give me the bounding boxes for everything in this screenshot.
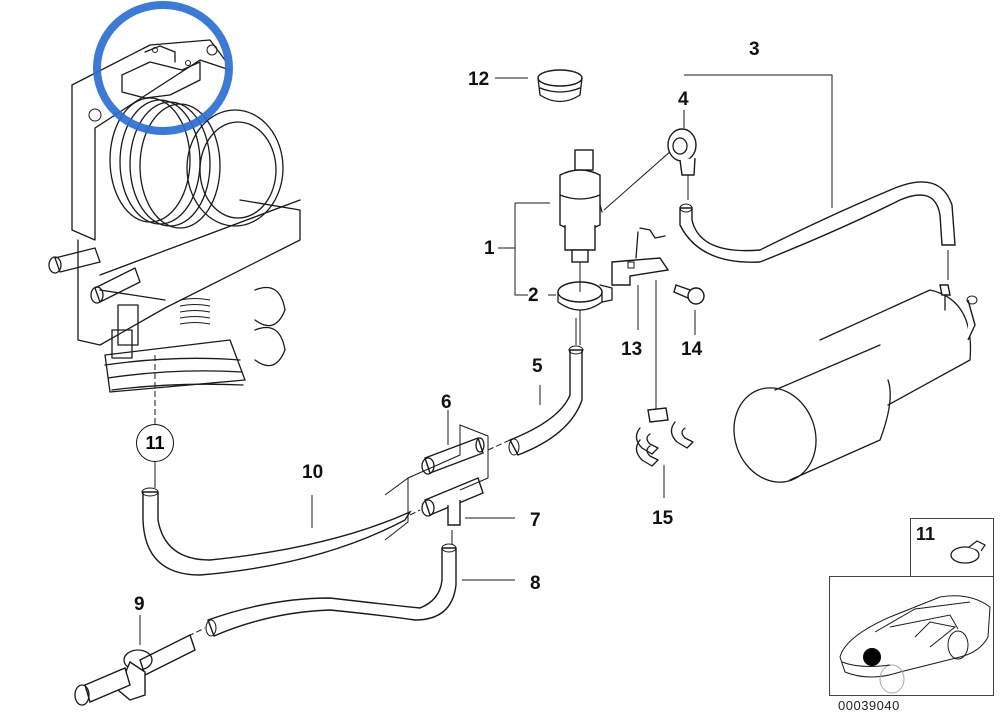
- callout-8[interactable]: 8: [530, 573, 541, 594]
- callout-9[interactable]: 9: [134, 594, 145, 615]
- inset-clamp-label: 11: [916, 524, 936, 544]
- callout-6[interactable]: 6: [441, 392, 452, 413]
- hose-5: [509, 349, 583, 456]
- callout-1[interactable]: 1: [484, 238, 495, 259]
- elbow-connector-4: [667, 128, 697, 176]
- callout-12[interactable]: 12: [468, 69, 490, 90]
- inset-clamp-box: 11: [910, 518, 994, 578]
- cap-12: [537, 69, 583, 103]
- diagram-code: 00039040: [838, 698, 900, 713]
- inset-vehicle-location: [829, 576, 994, 696]
- callout-2[interactable]: 2: [528, 285, 539, 306]
- callout-14[interactable]: 14: [681, 339, 703, 360]
- callout-11-circled[interactable]: 11: [136, 424, 174, 462]
- location-marker: [863, 648, 881, 666]
- tee-connector-7: [421, 477, 484, 526]
- callout-4[interactable]: 4: [678, 89, 689, 110]
- callout-5[interactable]: 5: [532, 356, 543, 377]
- check-valve-9: [74, 634, 196, 706]
- clamp-icon: [950, 540, 986, 564]
- bracket-13: [611, 227, 670, 286]
- callout-10[interactable]: 10: [302, 462, 324, 483]
- hose-clip-15: [635, 407, 694, 467]
- callout-13[interactable]: 13: [621, 339, 643, 360]
- throttle-body: [48, 39, 301, 393]
- car-icon: [839, 595, 991, 694]
- bolt-14: [673, 284, 705, 305]
- callout-15[interactable]: 15: [652, 508, 674, 529]
- idle-valve-1: [559, 149, 603, 263]
- reservoir-canister: [733, 284, 978, 483]
- callout-3[interactable]: 3: [749, 39, 760, 60]
- callout-7[interactable]: 7: [530, 510, 541, 531]
- hose-3: [679, 181, 956, 263]
